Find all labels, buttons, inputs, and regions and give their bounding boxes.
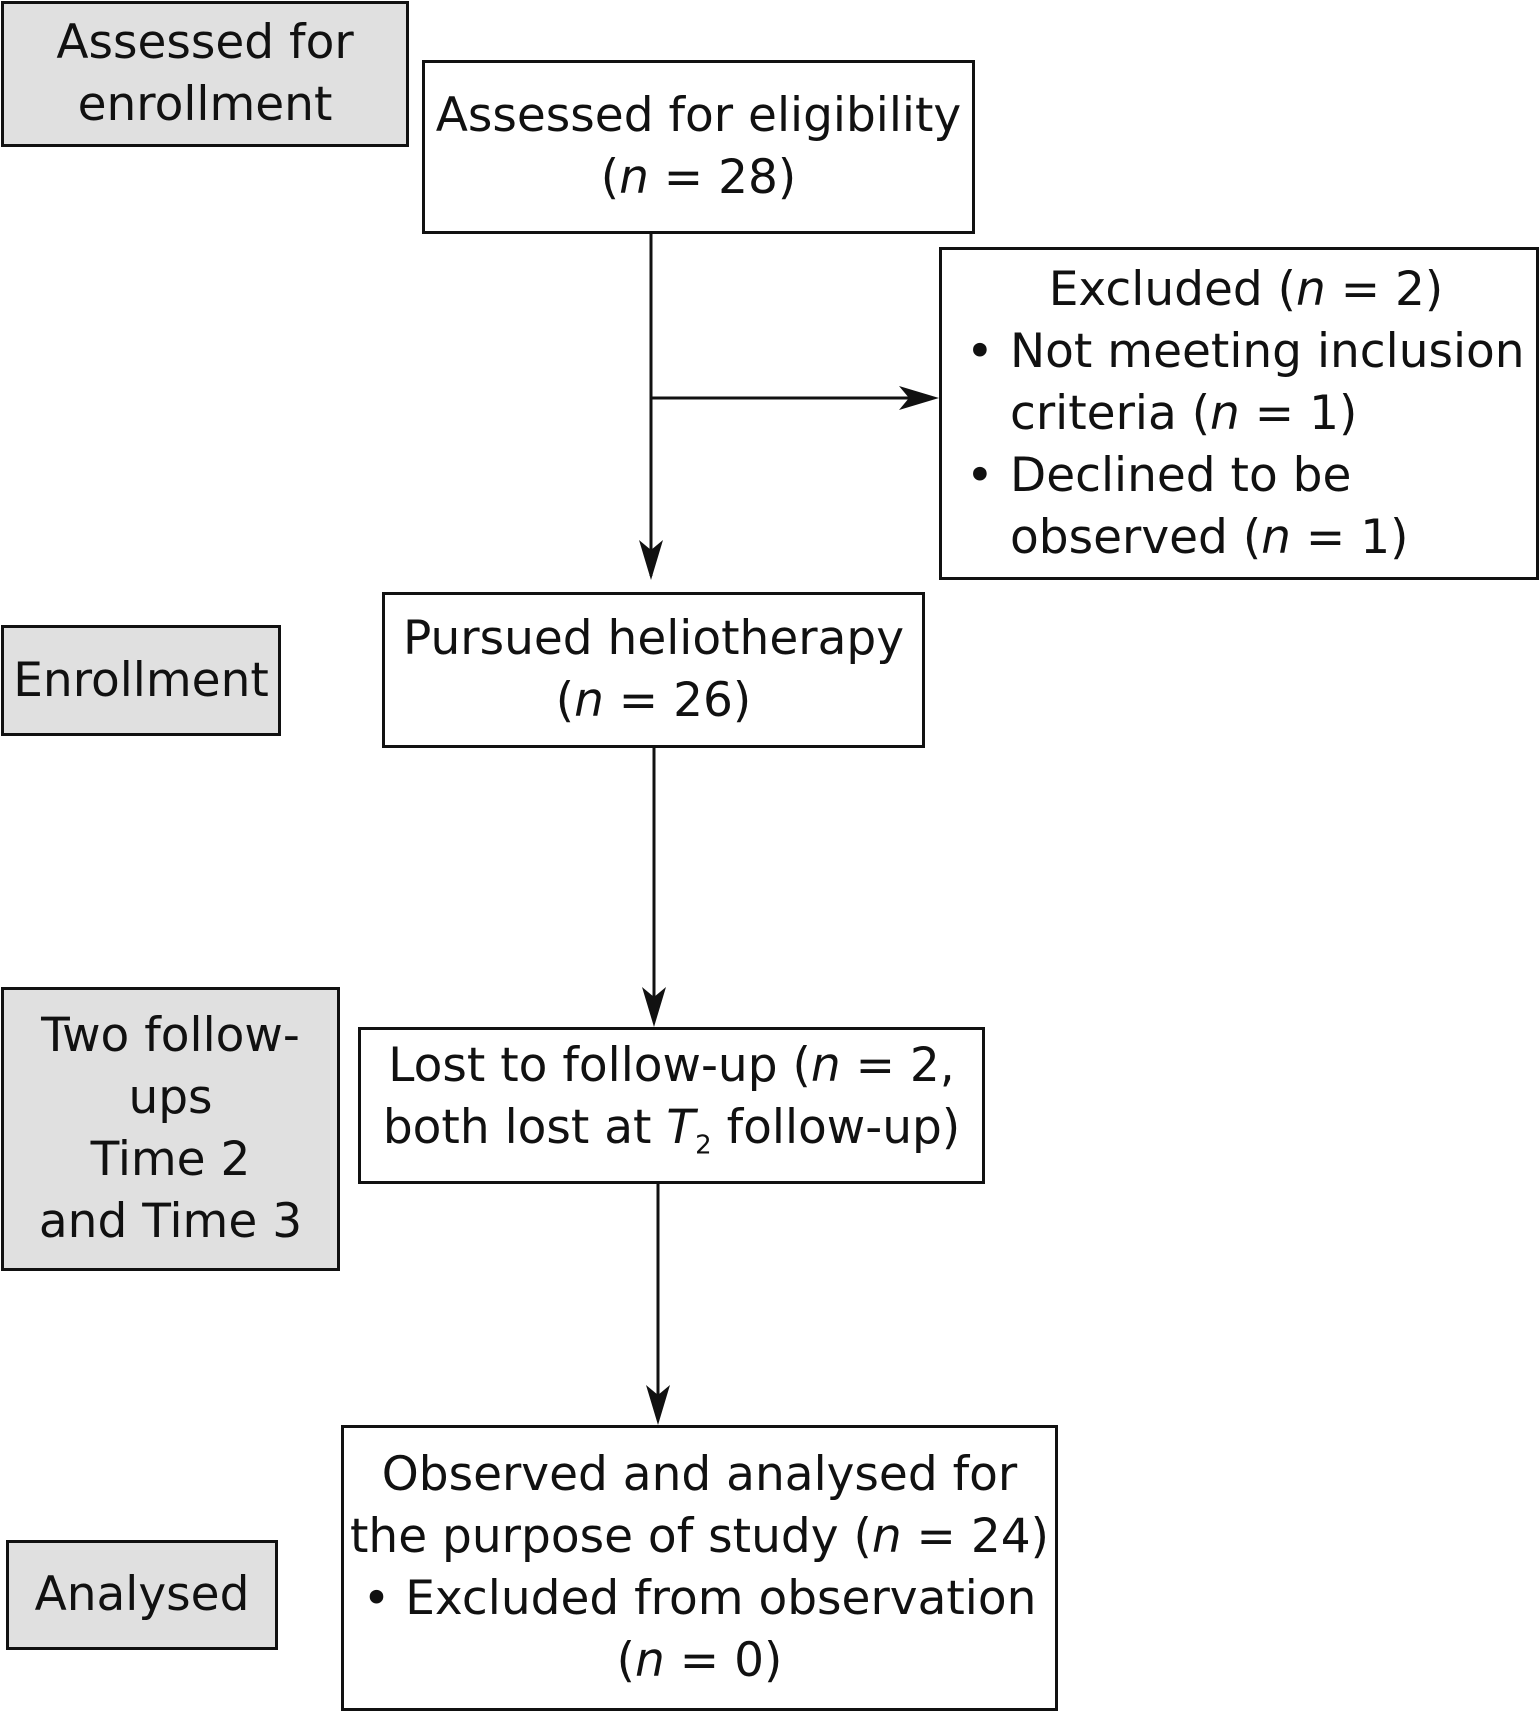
excluded-reason-declined-count: observed (n = 1) <box>1010 509 1409 565</box>
excluded-title: Excluded (n = 2) <box>1048 261 1444 317</box>
stage-two-follow-ups: Two follow- ups Time 2 and Time 3 <box>1 987 340 1271</box>
stage-label-line: Two follow- <box>41 1008 300 1063</box>
arrowhead-to-excluded <box>899 386 939 410</box>
arrowhead-lost-to-observed <box>646 1385 670 1425</box>
arrowhead-eligibility-to-pursued <box>639 540 663 580</box>
observed-line-4: (n = 0) <box>616 1633 783 1688</box>
stage-label-line: enrollment <box>77 77 333 132</box>
eligibility-count: (n = 28) <box>600 150 797 205</box>
stage-label-line: Analysed <box>34 1567 250 1622</box>
stage-assessed-for-enrollment: Assessed for enrollment <box>1 1 409 147</box>
pursued-count: (n = 26) <box>555 673 752 728</box>
excluded-reason-inclusion: •Not meeting inclusion <box>966 323 1525 379</box>
stage-label-line: Assessed for <box>56 15 354 70</box>
observed-and-analysed-box: Observed and analysed for the purpose of… <box>341 1425 1058 1711</box>
stage-label-line: Time 2 <box>90 1132 251 1187</box>
excluded-reason-inclusion-count: criteria (n = 1) <box>1010 385 1358 441</box>
assessed-for-eligibility-box: Assessed for eligibility (n = 28) <box>422 60 975 234</box>
eligibility-title: Assessed for eligibility <box>435 88 962 143</box>
pursued-title: Pursued heliotherapy <box>402 611 905 666</box>
stage-enrollment: Enrollment <box>1 625 281 736</box>
observed-line-2: the purpose of study (n = 24) <box>349 1509 1050 1564</box>
observed-line-1: Observed and analysed for <box>381 1447 1018 1502</box>
stage-label-line: Enrollment <box>13 652 269 708</box>
lost-to-follow-up-box: Lost to follow-up (n = 2, both lost at T… <box>358 1027 985 1184</box>
excluded-box: Excluded (n = 2) •Not meeting inclusion … <box>939 247 1539 580</box>
stage-label-line: ups <box>128 1070 213 1125</box>
stage-label-line: and Time 3 <box>38 1194 303 1249</box>
observed-line-3: • Excluded from observation <box>362 1571 1037 1626</box>
arrowhead-pursued-to-lost <box>642 987 666 1027</box>
lost-line-1: Lost to follow-up (n = 2, <box>388 1037 955 1093</box>
excluded-reason-declined: •Declined to be <box>966 447 1352 503</box>
pursued-heliotherapy-box: Pursued heliotherapy (n = 26) <box>382 592 925 748</box>
stage-analysed: Analysed <box>6 1540 278 1650</box>
lost-line-2: both lost at T2 follow-up) <box>382 1099 961 1161</box>
